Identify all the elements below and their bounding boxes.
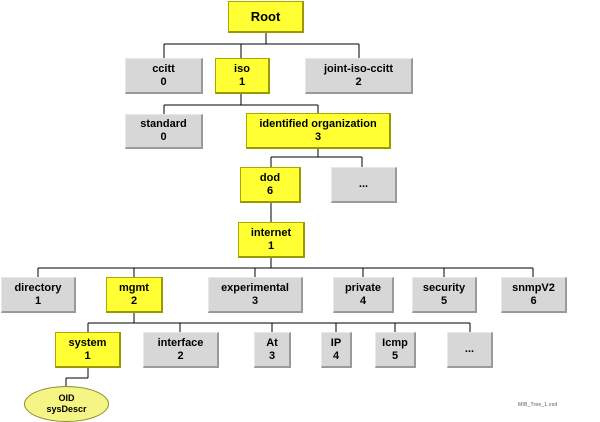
node-internet-label: internet [250,226,292,239]
oid-label: OID [58,393,75,403]
node-joint-iso-ccitt-label: joint-iso-ccitt [323,62,394,75]
node-iso-number: 1 [238,75,246,88]
node-ccitt-number: 0 [160,75,167,88]
node-private-label: private [344,281,382,294]
node-snmpv2: snmpV2 6 [501,277,567,313]
node-ip-label: IP [330,336,342,349]
oid-value: sysDescr [46,404,87,414]
node-security-label: security [422,281,466,294]
node-dod-ellipsis: ... [331,167,397,203]
node-identified-organization-label: identified organization [259,117,377,130]
node-joint-iso-ccitt: joint-iso-ccitt 2 [305,58,413,94]
node-internet: internet 1 [238,222,305,258]
node-ip-number: 4 [332,349,340,362]
node-mgmt-ellipsis: ... [447,332,493,368]
node-interface-label: interface [157,336,204,349]
node-mgmt-label: mgmt [119,281,149,294]
node-directory-number: 1 [34,294,42,307]
node-interface-number: 2 [177,349,184,362]
node-system: system 1 [55,332,121,368]
node-system-number: 1 [84,349,91,362]
node-dod: dod 6 [240,167,301,203]
node-at-label: At [266,336,278,349]
node-dod-ellipsis-label: ... [358,178,369,190]
node-icmp-label: Icmp [382,336,408,349]
node-mgmt-number: 2 [130,294,138,307]
node-security: security 5 [412,277,477,313]
node-at-number: 3 [268,349,276,362]
node-directory-label: directory [14,281,62,294]
node-icmp-number: 5 [391,349,399,362]
oid-ellipse: OID sysDescr [24,386,109,422]
node-mgmt-ellipsis-label: ... [464,343,475,355]
node-standard-number: 0 [160,131,167,143]
node-standard: standard 0 [125,114,203,149]
node-identified-organization: identified organization 3 [246,113,391,149]
node-private: private 4 [333,277,394,313]
node-icmp: Icmp 5 [375,332,416,368]
node-directory: directory 1 [1,277,76,313]
node-security-number: 5 [440,294,448,307]
node-mgmt: mgmt 2 [106,277,163,313]
node-joint-iso-ccitt-number: 2 [355,75,362,88]
node-ip: IP 4 [321,332,352,368]
node-standard-label: standard [140,118,187,130]
node-at: At 3 [254,332,291,368]
file-name-caption: MIB_Tree_1.vsd [518,402,558,408]
node-root-label: Root [250,9,281,24]
node-experimental: experimental 3 [208,277,303,313]
node-iso-label: iso [234,62,250,75]
node-internet-number: 1 [267,239,275,252]
node-root: Root [228,1,304,33]
node-ccitt: ccitt 0 [125,58,203,94]
node-ccitt-label: ccitt [152,62,175,75]
node-experimental-number: 3 [251,294,259,307]
node-private-number: 4 [359,294,367,307]
node-dod-number: 6 [266,184,274,197]
node-snmpv2-number: 6 [530,294,537,307]
node-interface: interface 2 [143,332,219,368]
node-dod-label: dod [259,171,281,184]
node-system-label: system [68,336,107,349]
node-snmpv2-label: snmpV2 [512,281,555,294]
node-experimental-label: experimental [221,281,289,294]
node-iso: iso 1 [215,58,270,94]
node-identified-organization-number: 3 [314,130,322,143]
